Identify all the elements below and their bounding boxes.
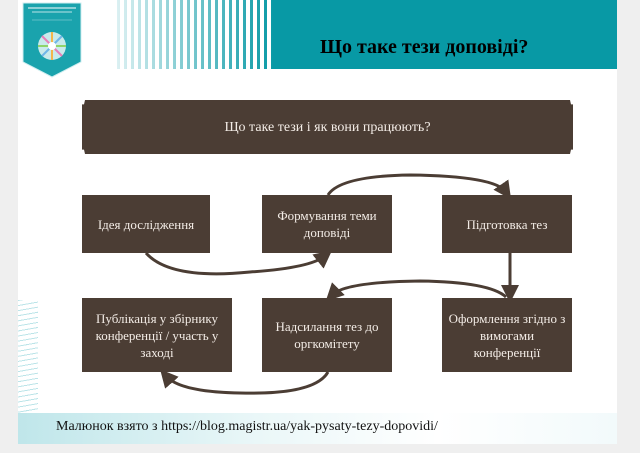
step-publish: Публікація у збірнику конференції / учас… xyxy=(82,298,232,372)
diagram-header: Що таке тези і як вони працюють? xyxy=(82,100,573,154)
step-topic: Формування теми доповіді xyxy=(262,195,392,253)
arrow-1-to-2 xyxy=(144,250,333,276)
decorative-stripes xyxy=(117,0,273,69)
slide-title: Що таке тези доповіді? xyxy=(320,36,529,58)
footer-decoration xyxy=(18,413,617,444)
title-bar xyxy=(273,0,617,69)
arrow-5-to-6 xyxy=(160,369,330,395)
arrow-2-to-3 xyxy=(326,173,512,200)
arrow-4-to-5 xyxy=(325,279,508,302)
step-prepare: Підготовка тез xyxy=(442,195,572,253)
step-idea: Ідея дослідження xyxy=(82,195,210,253)
step-submit: Надсилання тез до оргкомітету xyxy=(262,298,392,372)
step-format: Оформлення згідно з вимогами конференції xyxy=(442,298,572,372)
university-logo xyxy=(22,2,82,78)
image-source-caption: Малюнок взято з https://blog.magistr.ua/… xyxy=(56,419,438,434)
left-decoration xyxy=(18,300,38,413)
